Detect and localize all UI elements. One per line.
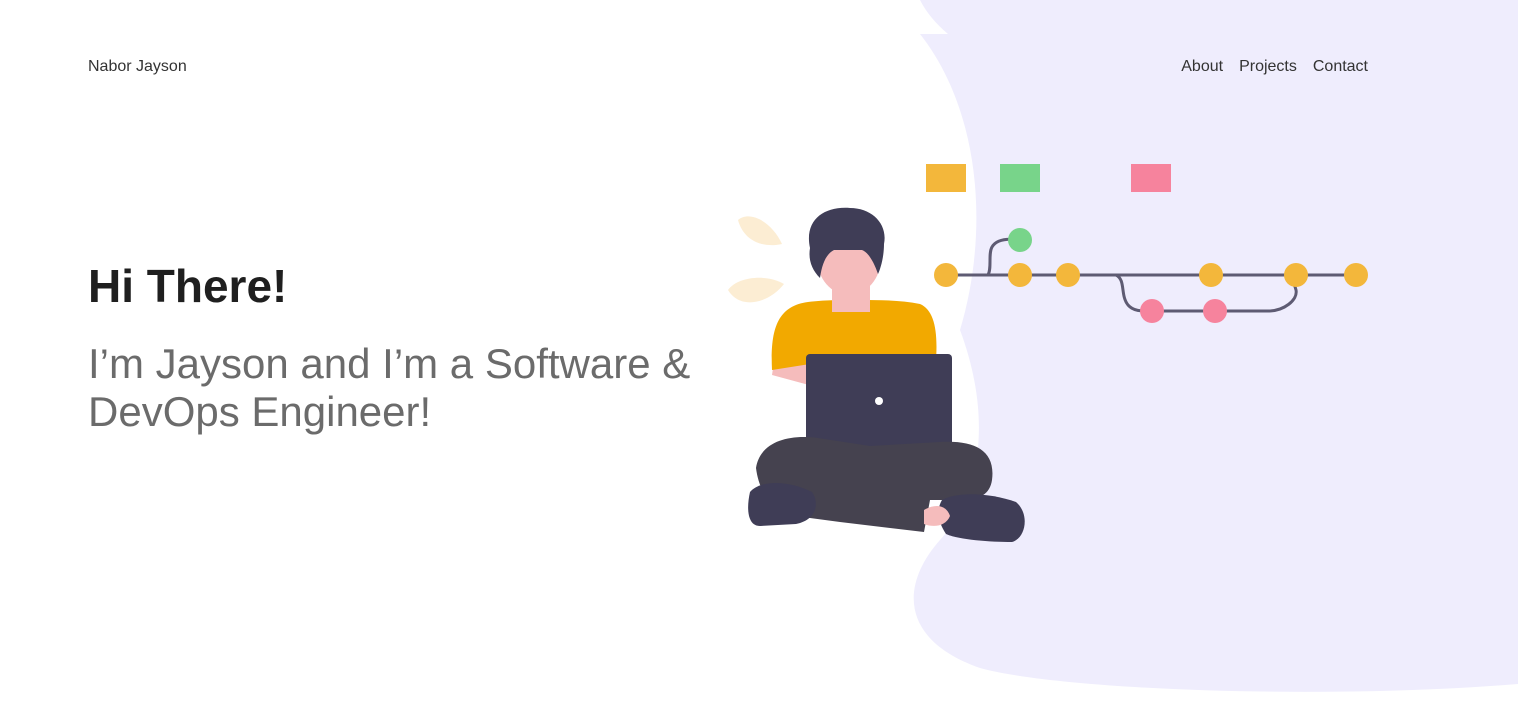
developer-figure: [728, 207, 1025, 542]
top-navbar: Nabor Jayson About Projects Contact: [88, 57, 1368, 79]
nav-link-projects[interactable]: Projects: [1239, 58, 1297, 75]
nav-links: About Projects Contact: [1181, 57, 1368, 77]
developer-git-workflow-illustration: [728, 164, 1368, 542]
hero-subtitle: I’m Jayson and I’m a Software & DevOps E…: [88, 340, 691, 435]
brand-link[interactable]: Nabor Jayson: [88, 58, 187, 75]
yellow-label-rect: [926, 164, 966, 192]
pink-label-rect: [1131, 164, 1171, 192]
nav-link-contact[interactable]: Contact: [1312, 58, 1368, 75]
nav-link-about[interactable]: About: [1181, 58, 1224, 75]
hero-section: Hi There! I’m Jayson and I’m a Software …: [88, 258, 728, 436]
hero-title: Hi There!: [88, 260, 288, 312]
green-label-rect: [1000, 164, 1040, 192]
git-branch-diagram: [926, 164, 1368, 323]
